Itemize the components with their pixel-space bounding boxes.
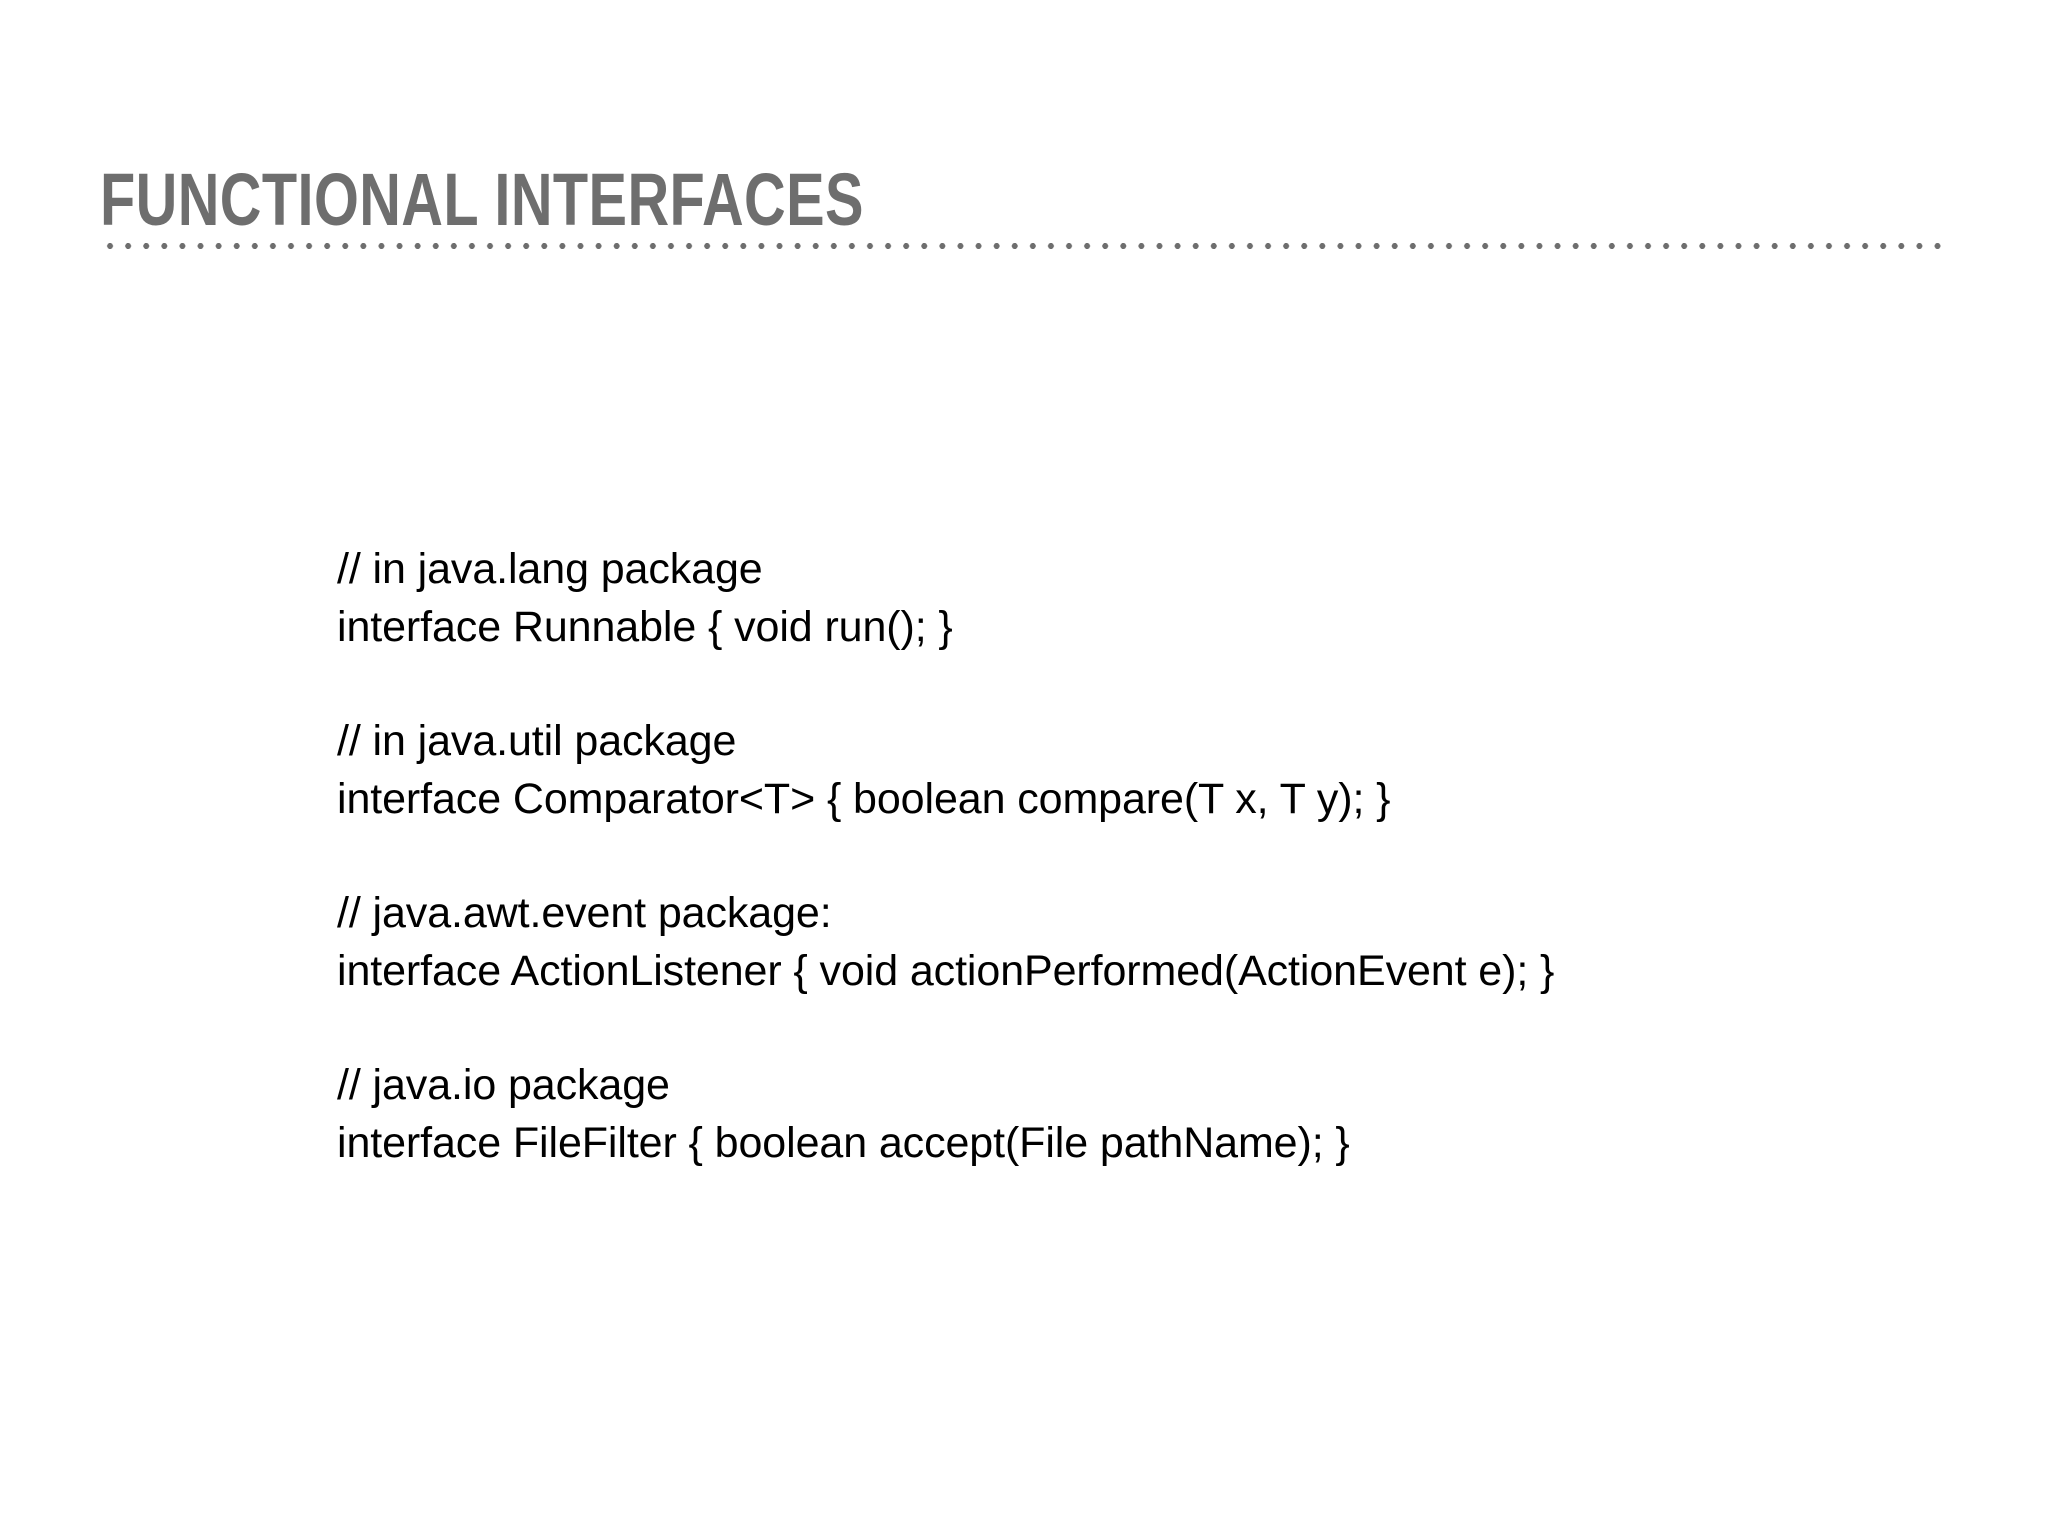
code-declaration-line: interface Runnable { void run(); } xyxy=(337,603,953,651)
code-block: // in java.util package interface Compar… xyxy=(337,712,1987,828)
code-block: // java.io package interface FileFilter … xyxy=(337,1056,1987,1172)
code-declaration-line: interface ActionListener { void actionPe… xyxy=(337,947,1555,995)
code-declaration-line: interface Comparator<T> { boolean compar… xyxy=(337,775,1391,823)
code-listing: // in java.lang package interface Runnab… xyxy=(337,540,1987,1172)
code-block: // java.awt.event package: interface Act… xyxy=(337,884,1987,1000)
code-comment-line: // in java.lang package xyxy=(337,545,763,593)
code-comment-line: // in java.util package xyxy=(337,717,737,765)
code-declaration-line: interface FileFilter { boolean accept(Fi… xyxy=(337,1119,1350,1167)
dotted-divider xyxy=(101,243,1947,249)
page-title: FUNCTIONAL INTERFACES xyxy=(100,157,864,241)
code-comment-line: // java.awt.event package: xyxy=(337,889,832,937)
code-comment-line: // java.io package xyxy=(337,1061,670,1109)
code-block: // in java.lang package interface Runnab… xyxy=(337,540,1987,656)
